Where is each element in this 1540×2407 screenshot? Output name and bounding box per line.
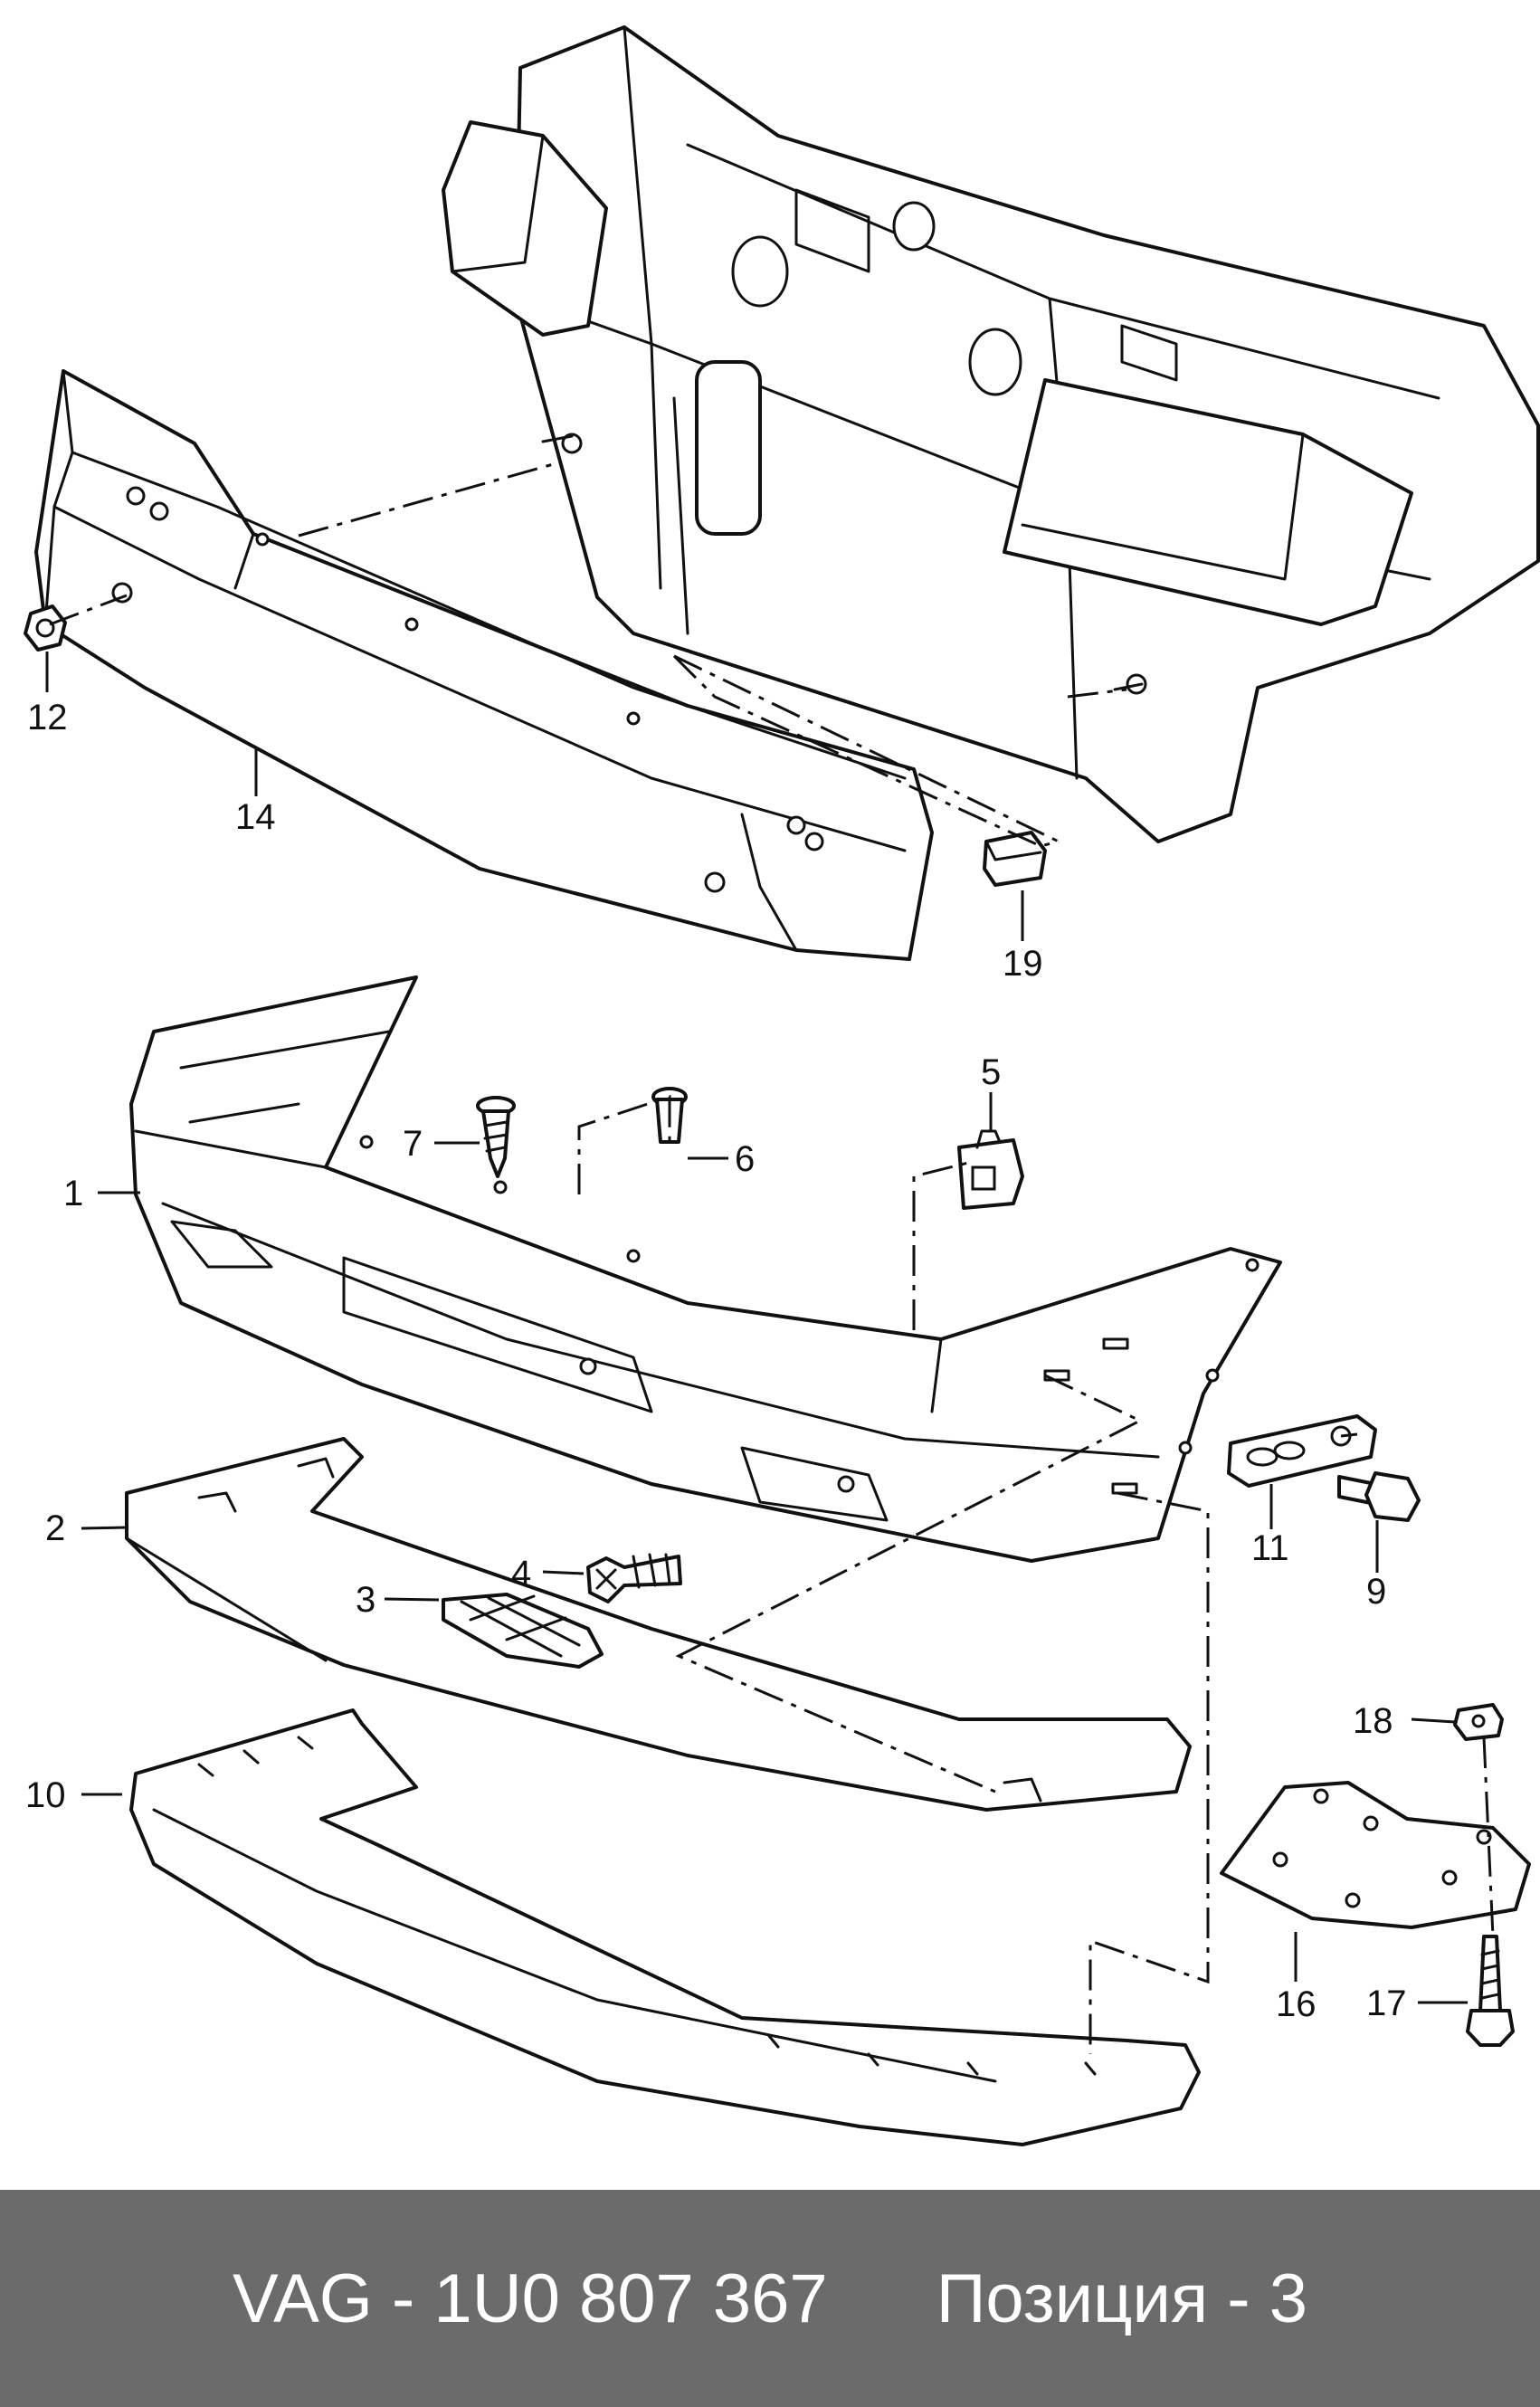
callout-16: 16: [1276, 1984, 1317, 2024]
leader-lines: [45, 652, 1468, 2004]
callout-numbers: 1 2 3 4 5 6 7 9 10 11 12 14 16 17 18 19: [25, 698, 1407, 2024]
guide-lines: [49, 461, 1495, 2054]
callout-4: 4: [511, 1554, 531, 1594]
clip-nut: [1453, 1703, 1504, 1741]
callout-5: 5: [981, 1052, 1001, 1092]
callout-7: 7: [403, 1124, 423, 1164]
cover-plate: [1220, 1781, 1531, 1929]
callout-10: 10: [25, 1775, 66, 1815]
callout-3: 3: [356, 1580, 375, 1620]
grille-insert: [442, 1593, 604, 1669]
footer-text: VAG - 1U0 807 367 Позиция - 3: [233, 2260, 1307, 2338]
buffer-block: [983, 831, 1047, 887]
footer-bar: VAG - 1U0 807 367 Позиция - 3: [0, 2190, 1540, 2407]
tapping-screw: [476, 1096, 516, 1178]
callout-6: 6: [735, 1139, 755, 1179]
clip: [957, 1129, 1024, 1210]
lower-spoiler: [129, 1708, 1201, 2146]
bolt: [1337, 1471, 1421, 1522]
callout-14: 14: [235, 797, 276, 837]
self-tapping-screw: [1466, 1935, 1515, 2047]
bumper-cover: [129, 975, 1282, 1563]
position-label: Позиция - 3: [936, 2260, 1307, 2337]
callout-9: 9: [1366, 1572, 1386, 1612]
callout-19: 19: [1003, 944, 1043, 984]
bracket: [1227, 1414, 1377, 1488]
callout-17: 17: [1366, 1984, 1407, 2023]
nut: [24, 604, 67, 652]
callout-12: 12: [27, 698, 68, 737]
callout-11: 11: [1251, 1528, 1289, 1568]
callout-2: 2: [45, 1508, 65, 1548]
left-headlamp: [442, 120, 608, 337]
screw: [586, 1553, 682, 1603]
callout-18: 18: [1353, 1701, 1393, 1741]
callout-1: 1: [63, 1174, 83, 1213]
right-headlamp: [1003, 378, 1413, 626]
parts-diagram: 1 2 3 4 5 6 7 9 10 11 12 14 16 17 18 19: [24, 25, 1540, 2146]
part-number: VAG - 1U0 807 367: [233, 2260, 828, 2337]
front-panel: [514, 25, 1540, 843]
spoiler: [125, 1437, 1192, 1812]
